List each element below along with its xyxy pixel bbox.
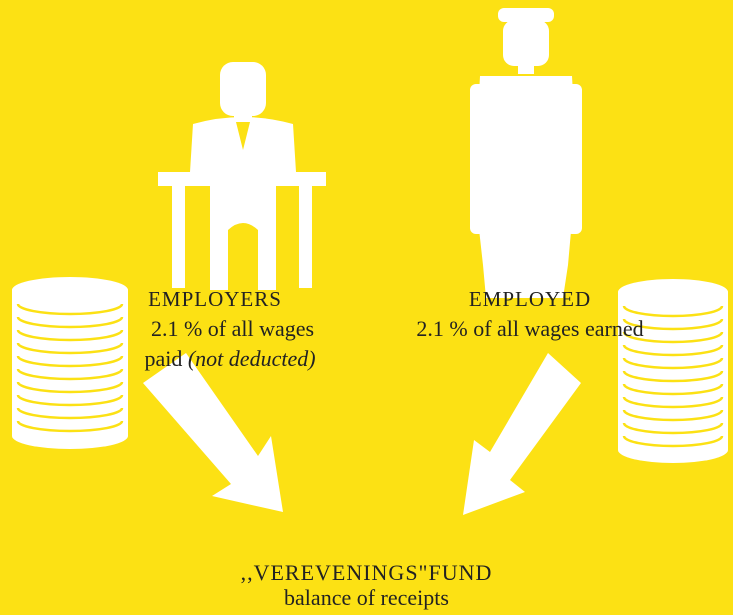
coin-edge [622, 344, 724, 357]
coin-edge [16, 394, 124, 407]
coin-edge [16, 342, 124, 355]
employers-note: paid (not deducted) [120, 346, 340, 372]
coin-edge [16, 368, 124, 381]
employers-not-deducted: (not deducted) [187, 346, 316, 371]
employed-rate: 2.1 % of all wages earned [416, 316, 644, 341]
coin-edge [622, 331, 724, 344]
fund-title: ,,VEREVENINGS"FUND [240, 560, 493, 585]
right-coin-stack-icon [618, 279, 728, 463]
coin-edge [16, 303, 124, 316]
coin-edge [622, 370, 724, 383]
coin-edge [622, 383, 724, 396]
employer-figure-icon [158, 62, 326, 290]
coin-edge [622, 357, 724, 370]
left-arrow-icon [143, 353, 283, 512]
employers-rate: 2.1 % of all wages [150, 316, 315, 341]
coin-edge [622, 305, 724, 318]
employed-figure-icon [470, 8, 582, 298]
coin-edge [16, 355, 124, 368]
fund-subtitle: balance of receipts [284, 585, 449, 610]
employed-title: EMPLOYED [468, 287, 592, 311]
coin-edge [16, 420, 124, 433]
coin-edge [622, 396, 724, 409]
right-arrow-icon [463, 353, 581, 515]
coin-edge [16, 381, 124, 394]
coin-edge [16, 407, 124, 420]
employers-paid: paid [144, 346, 183, 371]
employers-title: EMPLOYERS [148, 287, 282, 311]
coin-edge [622, 409, 724, 422]
coin-edge [622, 422, 724, 435]
coin-edge [16, 329, 124, 342]
coin-edge [622, 435, 724, 448]
coin-edge [622, 318, 724, 331]
coin-edge [16, 316, 124, 329]
left-coin-stack-icon [12, 277, 128, 449]
